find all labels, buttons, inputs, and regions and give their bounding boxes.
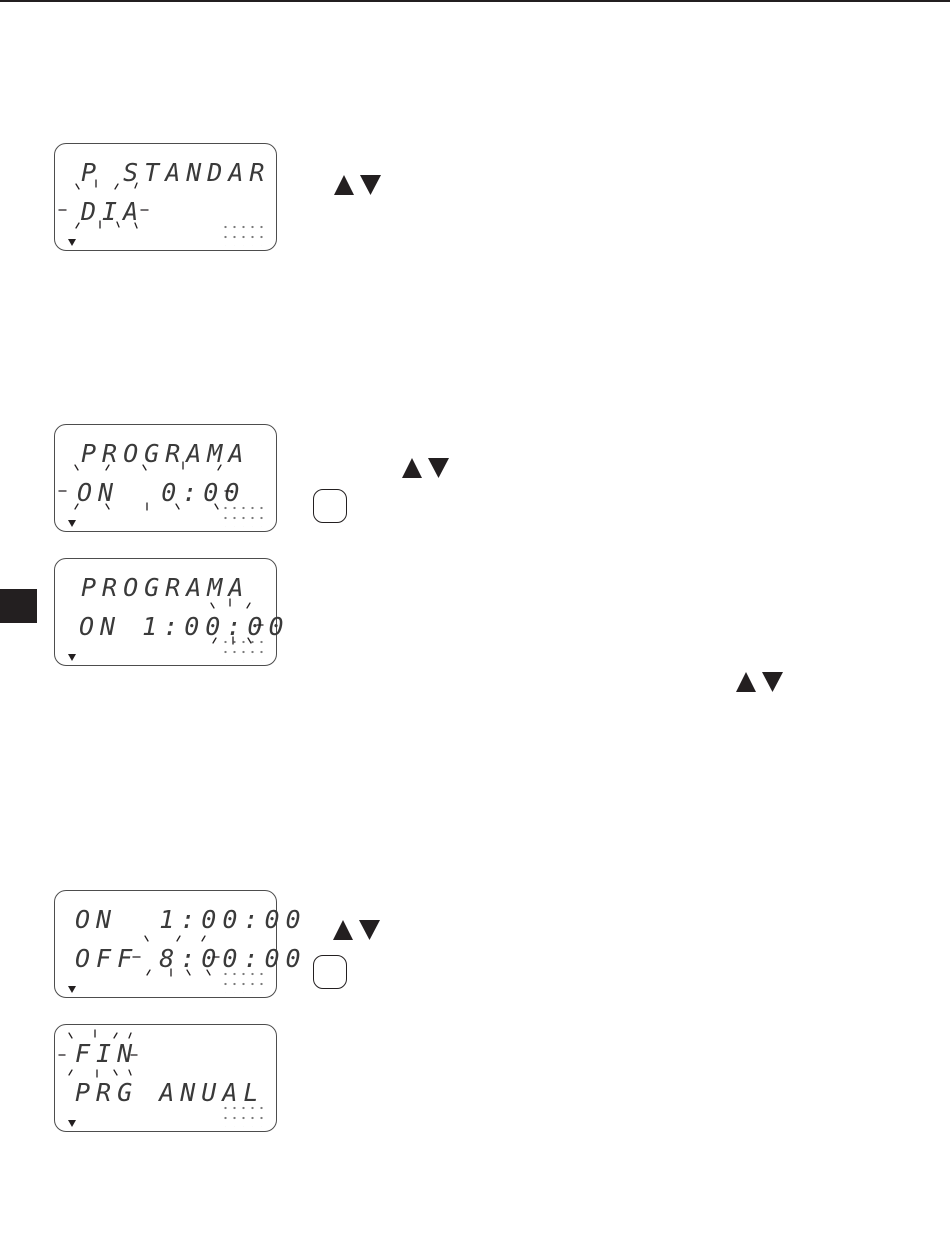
section-tab-marker [0,589,37,623]
triangle-down-icon [68,1120,76,1127]
top-rule [0,0,950,2]
lcd-line-1: FIN [75,1040,138,1068]
lcd-display-program-hours: PROGRAMA ON 1:00:00 [54,558,277,666]
up-down-arrows-icon [332,918,384,942]
triangle-down-icon [68,654,76,661]
lcd-line-1: PROGRAMA [81,440,249,468]
up-down-arrows-icon [333,173,385,197]
lcd-display-end-annual-program: FIN PRG ANUAL [54,1024,277,1132]
triangle-down-icon [68,239,76,246]
dot-grid-indicator [221,222,267,246]
up-down-arrows-icon [401,456,453,480]
triangle-down-icon [68,986,76,993]
key-button-icon [313,955,347,989]
lcd-line-1: P STANDAR [81,159,270,187]
lcd-line-2: OFF 8:00:00 [75,945,307,973]
lcd-line-1: ON 1:00:00 [75,906,307,934]
up-down-arrows-icon [735,670,787,694]
lcd-display-program-on: PROGRAMA ON 0:00 [54,424,277,532]
key-button-icon [313,489,347,523]
triangle-down-icon [68,520,76,527]
lcd-line-1: PROGRAMA [81,574,249,602]
dot-grid-indicator [221,1103,267,1127]
lcd-line-2: DIA [81,198,144,226]
lcd-display-standard-day: P STANDAR DIA [54,143,277,251]
dot-grid-indicator [221,637,267,661]
dot-grid-indicator [221,503,267,527]
dot-grid-indicator [221,969,267,993]
lcd-display-on-off-times: ON 1:00:00 OFF 8:00:00 [54,890,277,998]
